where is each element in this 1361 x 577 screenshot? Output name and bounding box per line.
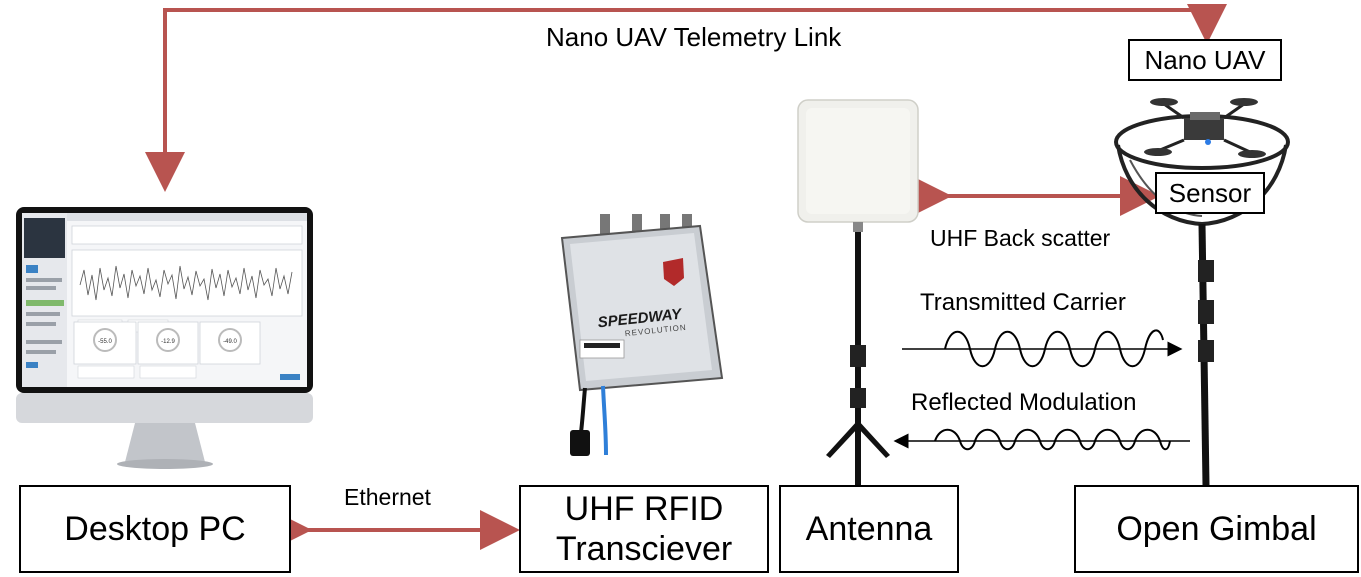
telemetry-link-label: Nano UAV Telemetry Link <box>546 22 842 52</box>
nano-uav-label: Nano UAV <box>1144 44 1266 75</box>
nano-uav-box: Nano UAV <box>1128 39 1282 81</box>
reflected-modulation-wave <box>893 428 1190 451</box>
ethernet-label: Ethernet <box>344 484 431 510</box>
desktop-pc-label: Desktop PC <box>64 510 246 548</box>
transmitted-carrier-wave <box>902 329 1183 368</box>
telemetry-link-arrow <box>145 4 1227 192</box>
monitor-reading-3: -49.0 <box>223 339 237 345</box>
sensor-box: Sensor <box>1155 172 1265 214</box>
monitor-reading-1: -55.0 <box>98 339 112 345</box>
desktop-pc-box: Desktop PC <box>19 485 291 573</box>
gimbal-illustration <box>1114 98 1290 486</box>
desktop-monitor-illustration <box>16 207 313 469</box>
antenna-illustration <box>797 99 919 485</box>
antenna-box: Antenna <box>779 485 959 573</box>
transceiver-label-line1: UHF RFID <box>564 490 724 528</box>
transceiver-box: UHF RFID Transciever <box>519 485 769 573</box>
open-gimbal-label: Open Gimbal <box>1116 510 1317 548</box>
rfid-reader-illustration <box>560 214 724 456</box>
transceiver-label-line2: Transciever <box>555 530 733 568</box>
reflected-modulation-label: Reflected Modulation <box>911 389 1137 416</box>
monitor-reading-2: -12.9 <box>161 339 175 345</box>
antenna-label: Antenna <box>805 510 933 548</box>
transmitted-carrier-label: Transmitted Carrier <box>920 289 1126 316</box>
open-gimbal-box: Open Gimbal <box>1074 485 1359 573</box>
sensor-label: Sensor <box>1168 177 1252 208</box>
backscatter-label: UHF Back scatter <box>930 225 1111 251</box>
